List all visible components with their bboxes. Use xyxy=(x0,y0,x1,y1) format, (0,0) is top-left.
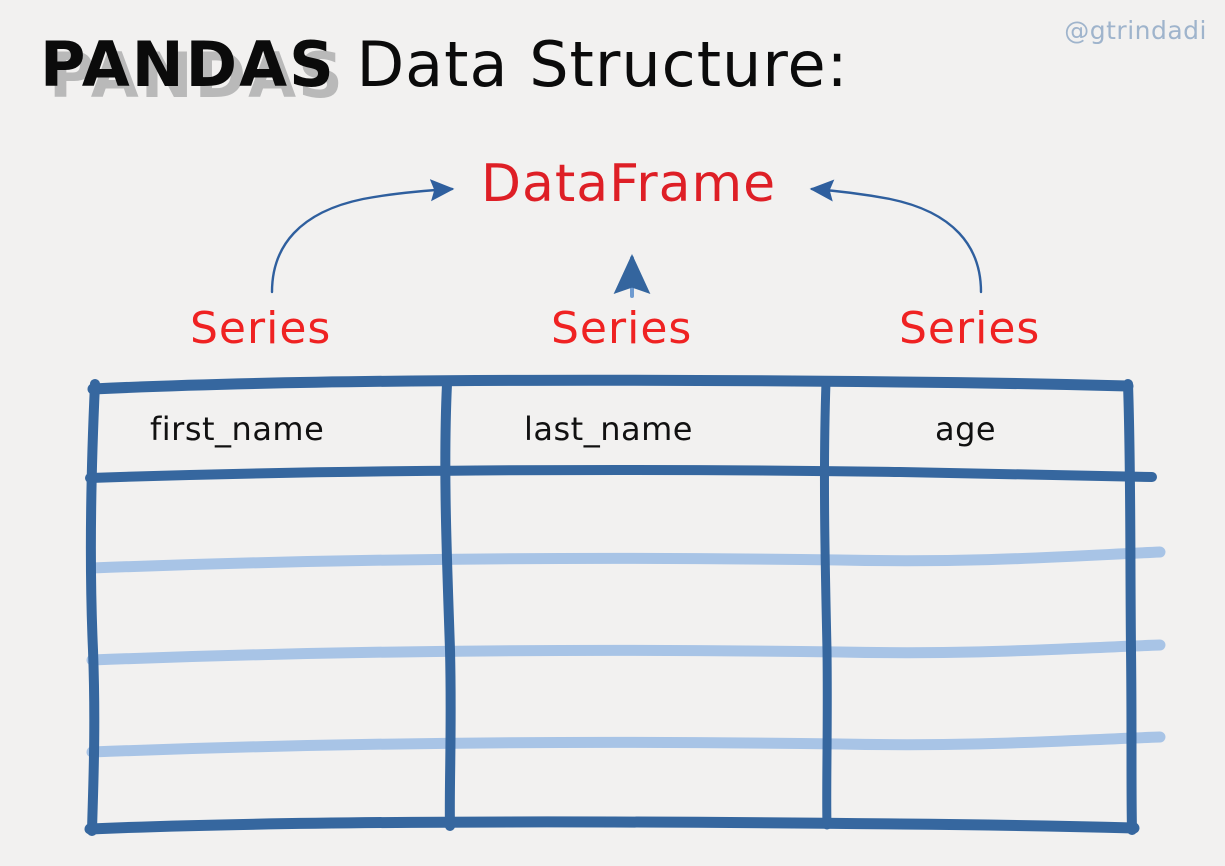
column-header-first-name: first_name xyxy=(150,410,325,448)
row-divider-1 xyxy=(86,546,1166,574)
table-border-right xyxy=(1123,379,1137,835)
title-rest-text: Data Structure: xyxy=(335,28,849,101)
table-header-separator xyxy=(85,465,1157,483)
title-brand-shadow: PANDAS xyxy=(49,39,345,112)
series-label-first-name: Series xyxy=(190,303,332,354)
table-border-top xyxy=(87,374,1134,395)
dataframe-label: DataFrame xyxy=(481,154,777,214)
title-line: PANDAS PANDAS Data Structure: xyxy=(40,34,849,107)
column-header-age: age xyxy=(935,410,997,448)
table-border-bottom xyxy=(84,816,1140,835)
row-divider-2 xyxy=(86,639,1166,666)
row-divider-3 xyxy=(86,731,1166,758)
arrow-series-left-to-dataframe xyxy=(270,179,455,294)
table-column-separator-2 xyxy=(819,377,832,830)
series-label-age: Series xyxy=(899,303,1041,354)
author-watermark: @gtrindadi xyxy=(1064,16,1207,45)
arrow-series-right-to-dataframe xyxy=(809,179,983,294)
page-title: PANDAS PANDAS Data Structure: xyxy=(40,34,849,107)
title-brand: PANDAS PANDAS xyxy=(40,34,343,107)
title-brand-text: PANDAS xyxy=(40,28,336,101)
table-row-divider-group xyxy=(86,546,1166,758)
table-column-separator-1 xyxy=(440,379,456,831)
series-label-last-name: Series xyxy=(551,303,693,354)
table-border-left xyxy=(85,379,100,836)
column-header-last-name: last_name xyxy=(524,410,693,448)
